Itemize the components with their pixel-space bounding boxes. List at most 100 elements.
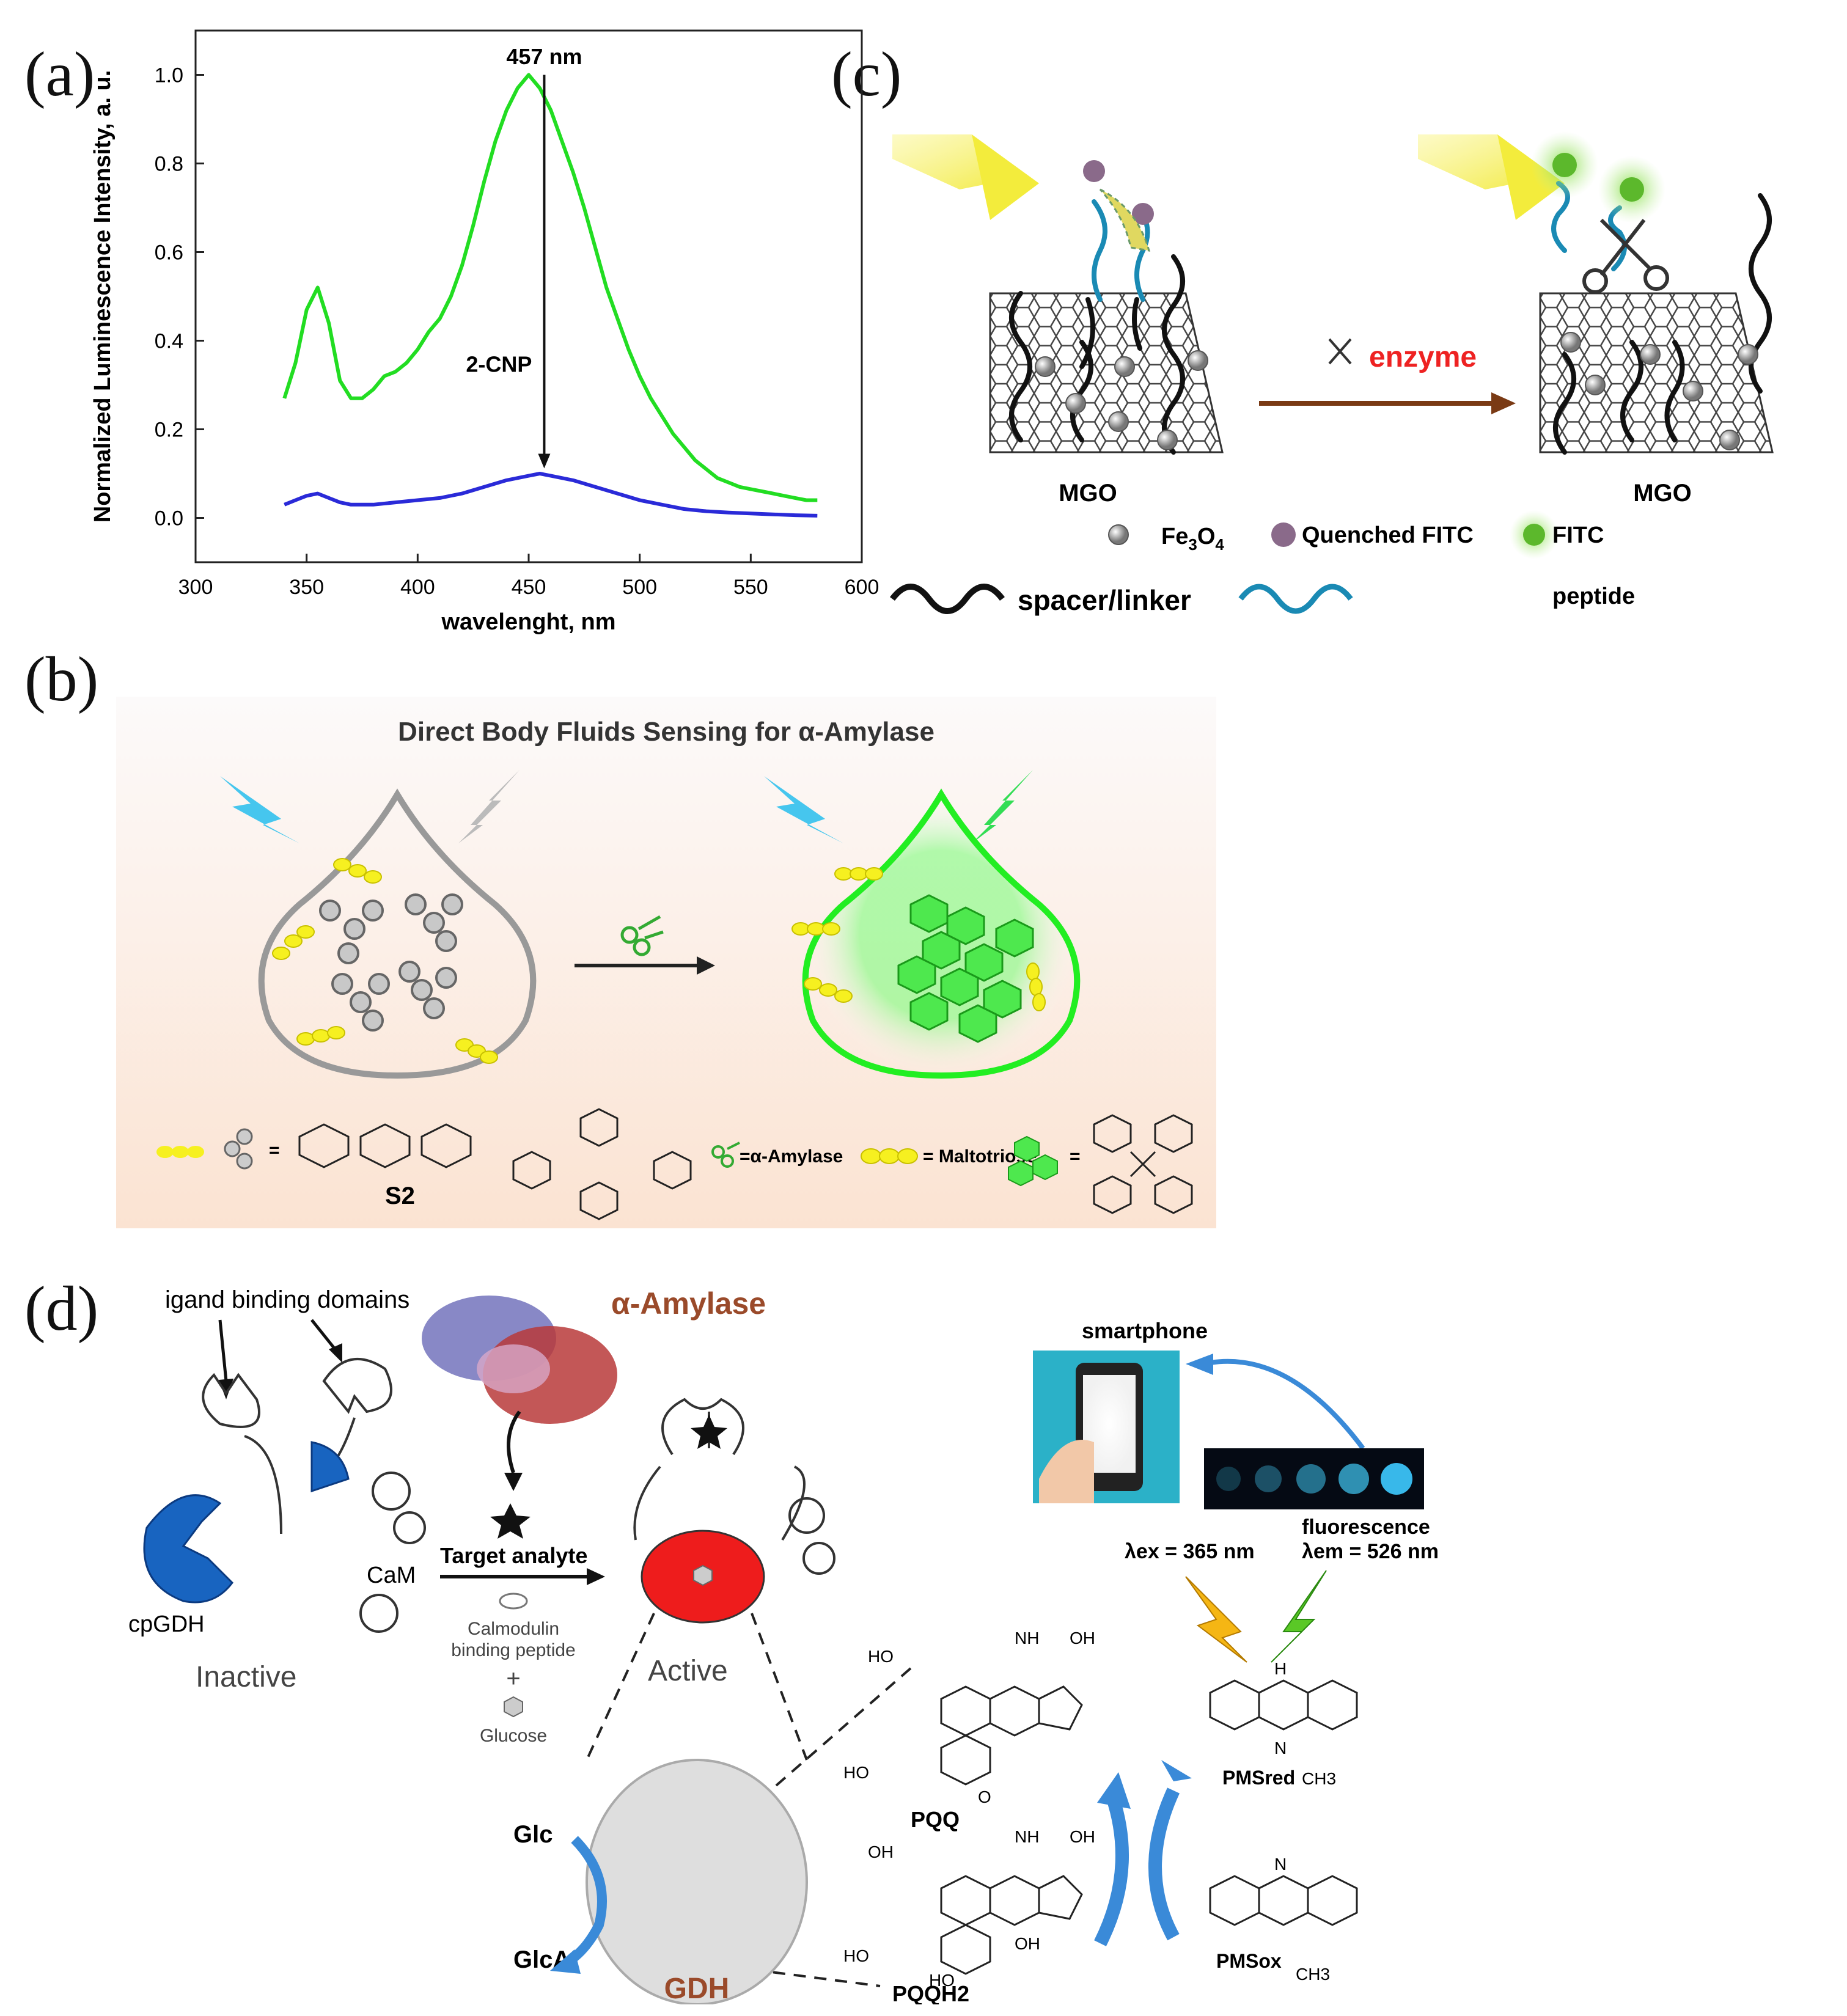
pqq-nh-label: NH — [1015, 1629, 1039, 1648]
legend-fitc-label: FITC — [1552, 522, 1604, 548]
y-tick-label: 0.4 — [155, 330, 183, 353]
pqq-o-label: O — [978, 1787, 991, 1806]
maltotriose-chains — [272, 858, 498, 1064]
series-line-1 — [284, 472, 818, 518]
pqqh2-oh-label-3: OH — [1015, 1934, 1040, 1953]
inactive-label: Inactive — [196, 1661, 296, 1693]
y-tick-label: 0.8 — [155, 153, 183, 176]
strands-left — [1009, 199, 1185, 455]
panel-label-a: (a) — [24, 39, 95, 109]
graphene-sheet-right — [1539, 292, 1774, 453]
target-analyte-label: Target analyte — [440, 1543, 587, 1568]
lambda-ex-label: λex = 365 nm — [1125, 1540, 1255, 1563]
gdh-protein — [586, 1759, 808, 2004]
legend-peptide-label: peptide — [1552, 584, 1635, 609]
calmodulin-peptide-icon — [499, 1593, 528, 1610]
fe3o4-particles — [1035, 332, 1758, 450]
amylase-label: α-Amylase — [611, 1286, 766, 1321]
pqq-structure — [940, 1685, 1083, 1786]
strands-right — [1551, 181, 1772, 455]
s2-molecules — [319, 893, 463, 1032]
light-beam-right — [1418, 134, 1565, 220]
peak-annotation: 457 nm — [506, 44, 582, 69]
legend-spacer-label: spacer/linker — [1018, 584, 1191, 616]
fitc-glow-markers — [1531, 131, 1665, 223]
pqq-ho-label-2: HO — [843, 1763, 869, 1782]
series-line-0 — [282, 73, 818, 502]
alpha-amylase-protein — [422, 1296, 617, 1424]
ligand-label: igand binding domains — [165, 1286, 409, 1313]
enzyme-label: enzyme — [1369, 341, 1477, 373]
chart-frame — [194, 29, 863, 563]
chart-annotations: 457 nm2-CNP — [466, 44, 582, 469]
pms-ox-ch3-label: CH3 — [1296, 1965, 1330, 1984]
pms-cycle-arrow — [1148, 1787, 1180, 1941]
legend-spacer-icon — [890, 584, 1005, 614]
pqqh2-nh-label: NH — [1015, 1827, 1039, 1846]
x-tick-label: 450 — [512, 576, 546, 599]
glucose-label: Glucose — [480, 1726, 547, 1746]
calmodulin-label-1: Calmodulin — [468, 1619, 559, 1639]
x-tick-label: 350 — [289, 576, 324, 599]
x-tick-label: 600 — [845, 576, 879, 599]
legend-fe3o4-label: Fe3O4 — [1161, 524, 1224, 554]
s2-legend-icon — [156, 1128, 253, 1170]
panel-d-diagram: igand binding domains cpGDH CaM Inactive… — [128, 1286, 1439, 2004]
smartphone-label: smartphone — [1082, 1318, 1208, 1343]
fluorescence-label: fluorescence — [1302, 1516, 1430, 1539]
graphene-sheet-left — [989, 292, 1224, 453]
light-bolt-icons — [220, 770, 1033, 843]
pms-red-label: PMSred — [1222, 1767, 1295, 1789]
legend-quenched-icon — [1271, 522, 1296, 547]
s2-structure — [298, 1108, 692, 1220]
tpe-structure — [1093, 1114, 1193, 1214]
chart-series — [282, 73, 818, 518]
s2-label: S2 — [385, 1182, 415, 1209]
maltotriose-free — [791, 867, 1046, 1011]
legend-eq-2: = — [1070, 1146, 1081, 1167]
legend-fe3o4-icon — [1108, 524, 1129, 545]
pqqh2-ho-label-1: HO — [843, 1946, 869, 1965]
cpgdh-domain-inactive-2 — [310, 1441, 350, 1493]
y-tick-label: 0.0 — [155, 507, 183, 530]
pqq-oh-label: OH — [1070, 1629, 1095, 1648]
pqq-cycle-arrow — [1094, 1794, 1129, 1946]
legend-quenched-label: Quenched FITC — [1302, 522, 1474, 548]
panel-label-b: (b) — [24, 644, 99, 714]
light-beam-left — [892, 134, 1039, 220]
calmodulin-label-2: binding peptide — [451, 1640, 576, 1660]
aie-aggregate — [897, 894, 1034, 1043]
y-axis-label: Normalized Luminescence Intensity, a. u. — [90, 70, 116, 523]
legend-amylase-label: =α-Amylase — [740, 1146, 843, 1167]
pqqh2-oh-label-2: OH — [1070, 1827, 1095, 1846]
legend-amylase-icon — [711, 1142, 740, 1168]
pqqh2-label: PQQH2 — [892, 1981, 969, 2004]
readout-arrow — [1210, 1358, 1365, 1450]
x-tick-label: 550 — [733, 576, 768, 599]
fluorescence-dots — [1216, 1463, 1412, 1495]
x-tick-label: 400 — [400, 576, 435, 599]
x-tick-label: 500 — [622, 576, 657, 599]
panel-b-diagram: Direct Body Fluids Sensing for α-Amylase — [116, 697, 1216, 1228]
active-star-icon — [691, 1415, 727, 1449]
legend-eq-1: = — [269, 1140, 280, 1160]
excitation-bolt-icon — [1185, 1576, 1247, 1663]
mgo-label-right: MGO — [1633, 480, 1692, 507]
pqq-ho-label-1: HO — [868, 1647, 894, 1666]
panel-label-d: (d) — [24, 1274, 99, 1344]
panel-label-c: (c) — [831, 39, 902, 109]
legend-maltotriose-icon — [861, 1148, 918, 1164]
pms-ox-label: PMSox — [1216, 1950, 1282, 1972]
pqqh2-oh-label-1: OH — [868, 1842, 894, 1861]
scissors-icon — [1582, 218, 1669, 294]
emission-bolt-icon — [1271, 1570, 1327, 1663]
pms-ox-structure — [1209, 1875, 1358, 1926]
cam-label: CaM — [367, 1563, 416, 1588]
panel-b-title: Direct Body Fluids Sensing for α-Amylase — [398, 717, 935, 747]
pqqh2-ho-label-2: HO — [929, 1971, 955, 1990]
y-tick-label: 0.2 — [155, 419, 183, 442]
pqq-label: PQQ — [911, 1807, 960, 1832]
pms-red-structure — [1209, 1679, 1358, 1731]
